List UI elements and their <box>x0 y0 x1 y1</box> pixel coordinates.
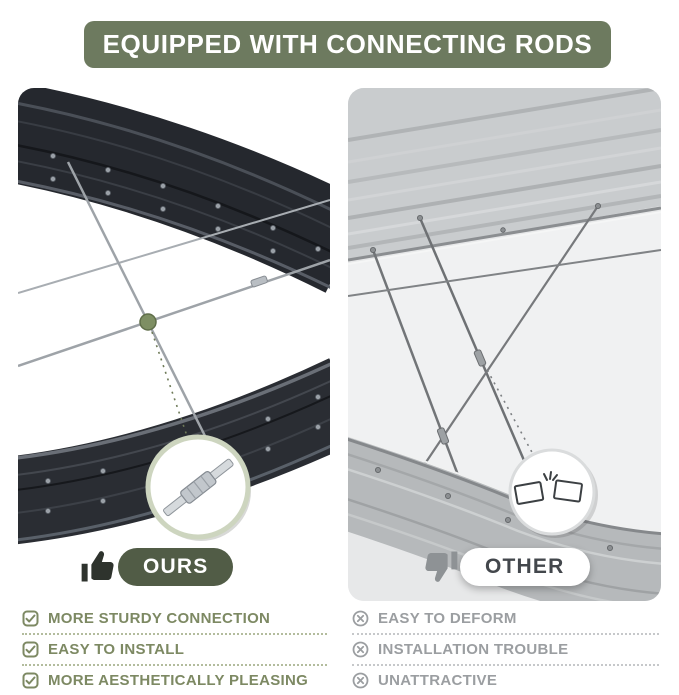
other-feature-list: EASY TO DEFORM INSTALLATION TROUBLE UNAT… <box>352 604 659 695</box>
ours-badge: OURS <box>76 544 234 589</box>
banner-title: EQUIPPED WITH CONNECTING RODS <box>102 29 593 59</box>
other-panel: OTHER <box>348 88 661 601</box>
other-badge-label: OTHER <box>485 554 565 578</box>
other-product-photo <box>348 88 661 601</box>
check-box-icon <box>22 641 39 658</box>
broken-rod-inset-icon <box>508 448 598 538</box>
check-box-icon <box>22 672 39 689</box>
other-badge: OTHER <box>418 544 590 589</box>
feature-item: INSTALLATION TROUBLE <box>352 635 659 666</box>
other-badge-pill: OTHER <box>460 547 590 586</box>
feature-text: UNATTRACTIVE <box>378 672 498 689</box>
feature-text: INSTALLATION TROUBLE <box>378 641 569 658</box>
ours-product-photo <box>18 88 330 601</box>
cross-circle-icon <box>352 641 369 658</box>
screws <box>369 203 613 551</box>
ours-feature-list: MORE STURDY CONNECTION EASY TO INSTALL M… <box>22 604 327 695</box>
feature-item: EASY TO INSTALL <box>22 635 327 666</box>
feature-item: MORE STURDY CONNECTION <box>22 604 327 635</box>
rod-connector-inset-icon <box>145 434 251 541</box>
feature-item: UNATTRACTIVE <box>352 666 659 695</box>
feature-item: EASY TO DEFORM <box>352 604 659 635</box>
feature-item: MORE AESTHETICALLY PLEASING <box>22 666 327 695</box>
feature-text: MORE AESTHETICALLY PLEASING <box>48 672 309 689</box>
thumbs-up-icon <box>81 551 114 582</box>
feature-text: EASY TO DEFORM <box>378 610 517 627</box>
feature-text: EASY TO INSTALL <box>48 641 185 658</box>
ours-panel: OURS <box>18 88 330 601</box>
thumbs-down-icon <box>425 551 458 582</box>
ours-badge-pill: OURS <box>118 547 234 586</box>
check-box-icon <box>22 610 39 627</box>
banner: EQUIPPED WITH CONNECTING RODS <box>84 21 611 68</box>
screws <box>44 153 321 514</box>
cross-circle-icon <box>352 610 369 627</box>
ours-badge-label: OURS <box>143 554 209 578</box>
connector-dot-icon <box>139 313 157 331</box>
feature-text: MORE STURDY CONNECTION <box>48 610 271 627</box>
cross-circle-icon <box>352 672 369 689</box>
